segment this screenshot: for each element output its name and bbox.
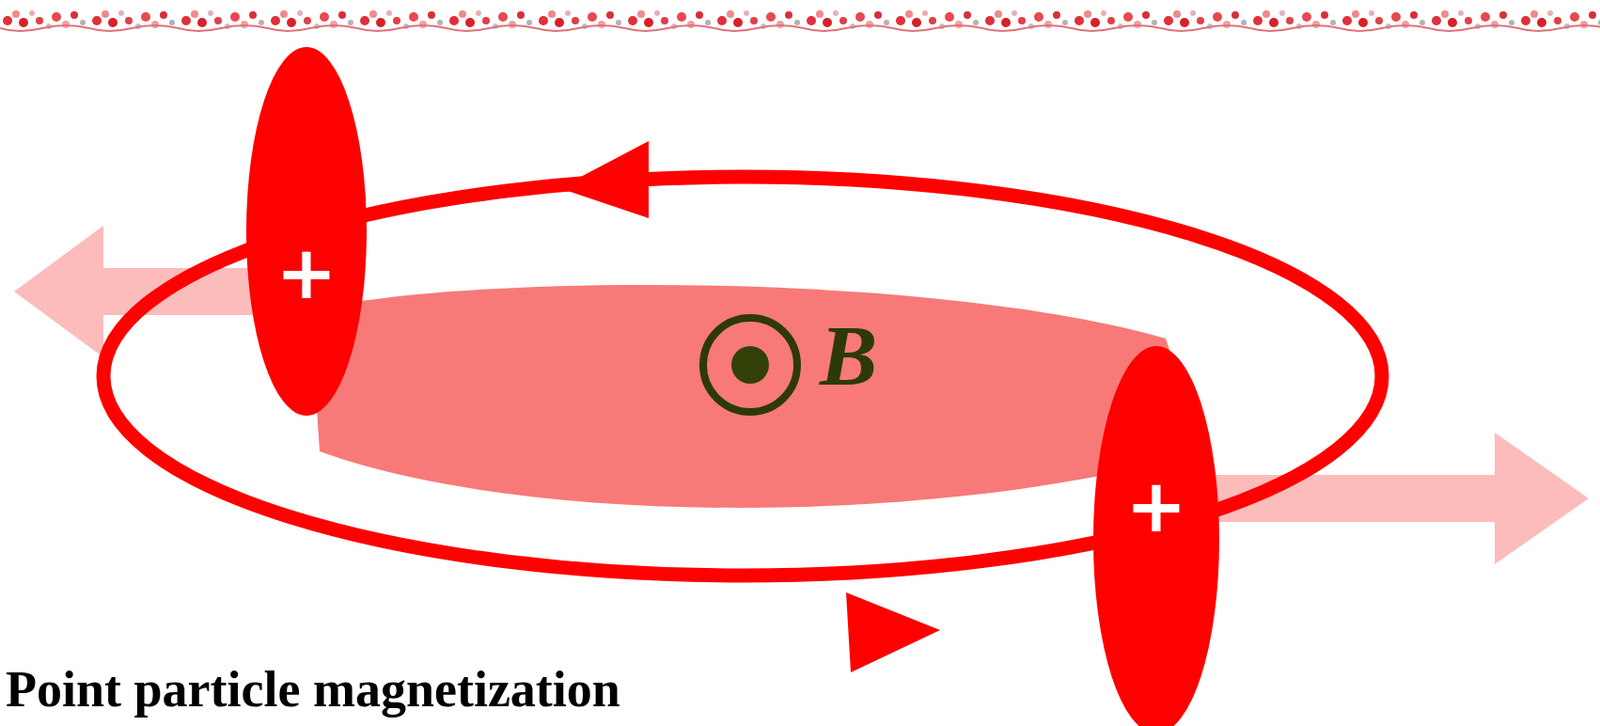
field-symbol-dot xyxy=(731,345,769,384)
charge-sign: + xyxy=(1125,469,1187,543)
charge-ellipse: + xyxy=(1093,345,1220,726)
force-arrow xyxy=(14,225,273,358)
charge-sign: + xyxy=(275,235,337,310)
charge-ellipse: + xyxy=(246,47,367,416)
decorative-border xyxy=(0,0,1600,38)
enclosed-area xyxy=(310,284,1204,508)
orbit-arrowhead xyxy=(846,592,941,673)
field-symbol xyxy=(703,317,798,412)
orbit-arrowhead xyxy=(559,141,649,219)
field-label: B xyxy=(819,308,878,404)
charge-shape xyxy=(246,47,367,416)
slide-heading: Point particle magnetization xyxy=(5,661,621,718)
